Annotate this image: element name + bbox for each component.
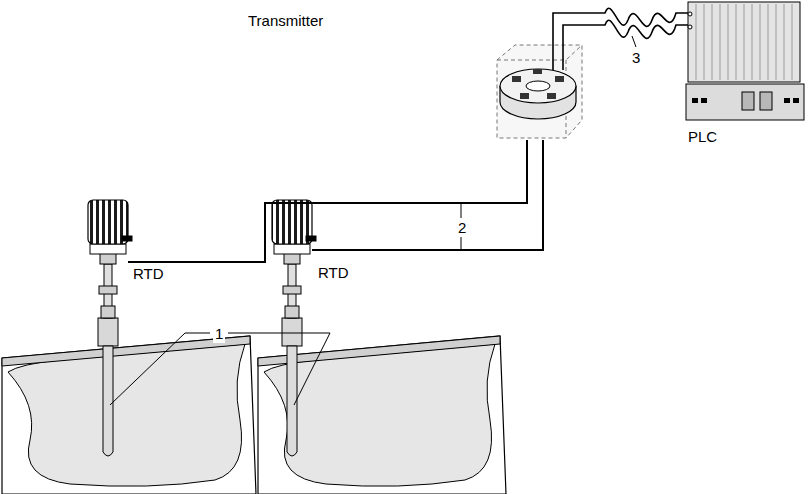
label-anchor: RTD	[318, 264, 349, 282]
rtd-sensor	[88, 200, 132, 456]
pipe-section	[2, 336, 256, 494]
plc-rack	[686, 2, 804, 120]
callout-number: 2	[456, 220, 468, 237]
callout-number: 3	[632, 50, 640, 67]
device-name: RTD	[133, 266, 164, 283]
sensor-cable	[128, 140, 543, 262]
label-anchor: PLC	[688, 128, 717, 146]
device-name: Transmitter	[248, 13, 323, 30]
device-name: RTD	[318, 265, 349, 282]
signal-cable	[553, 8, 688, 70]
pipe-section	[258, 336, 506, 494]
label-anchor: Transmitter	[248, 12, 323, 30]
callout-number: 1	[213, 326, 225, 343]
label-anchor: 3	[632, 49, 640, 67]
rtd-sensor	[272, 200, 316, 456]
transmitter-housing	[497, 45, 582, 138]
device-name: PLC	[688, 129, 717, 146]
label-anchor: 2	[456, 219, 468, 237]
leader-line	[632, 36, 636, 47]
leader-line	[110, 333, 330, 405]
label-anchor: RTD	[133, 265, 164, 283]
label-anchor: 1	[213, 325, 225, 343]
